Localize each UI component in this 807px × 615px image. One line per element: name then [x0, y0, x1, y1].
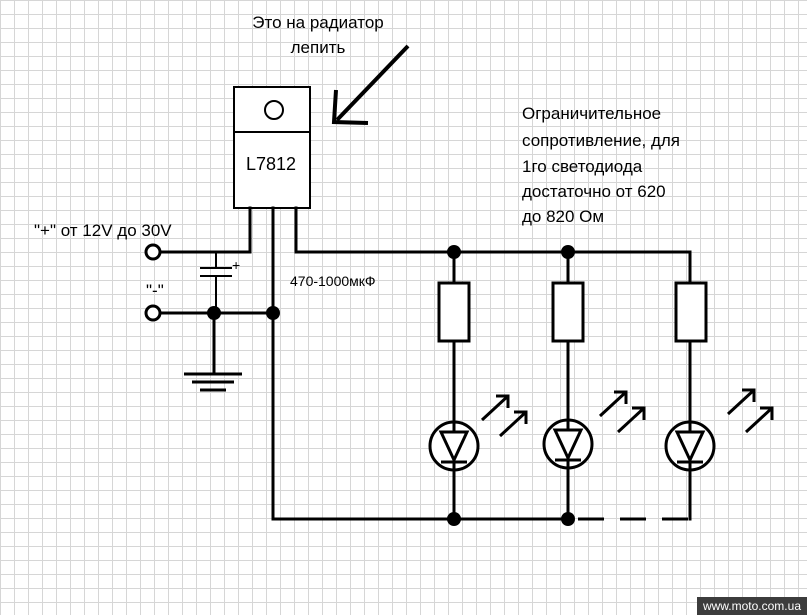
note-line-3: 1го светодиода: [522, 157, 643, 176]
resistor-1: [437, 281, 471, 343]
capacitor: +: [200, 252, 240, 313]
note-line-4: достаточно от 620: [522, 182, 666, 201]
regulator-body: [233, 131, 311, 209]
junction-dot: [561, 245, 575, 259]
light-emission-icon: [480, 394, 528, 438]
resistor-3: [674, 281, 708, 343]
output-rail: [294, 206, 692, 254]
heatsink-note-line1: Это на радиатор: [252, 13, 383, 32]
note-line-1: Ограничительное: [522, 104, 661, 123]
led-icon: [542, 418, 594, 470]
plus-input-label: "+" от 12V до 30V: [34, 221, 172, 240]
regulator-label: L7812: [246, 154, 296, 174]
junction-dot: [266, 306, 280, 320]
site-watermark: www.moto.com.ua: [696, 597, 807, 615]
minus-input-label: "-": [146, 281, 164, 300]
light-emission-icon: [726, 388, 774, 434]
mounting-hole-icon: [264, 100, 284, 120]
voltage-regulator: L7812: [233, 86, 311, 209]
led-icon: [428, 420, 480, 472]
note-line-2: сопротивление, для: [522, 131, 680, 150]
minus-terminal: [144, 304, 162, 322]
junction-dot: [447, 245, 461, 259]
junction-dot: [447, 512, 461, 526]
ground-symbol-icon: [184, 372, 242, 392]
led-icon: [664, 420, 716, 472]
junction-dot: [561, 512, 575, 526]
resistor-note: Ограничительное сопротивление, для 1го с…: [522, 104, 680, 226]
light-emission-icon: [598, 390, 646, 434]
heatsink-note-line2: лепить: [291, 38, 346, 57]
capacitor-plus-sign: +: [232, 257, 240, 273]
note-line-5: до 820 Ом: [522, 207, 604, 226]
led-branch-3: [664, 250, 774, 521]
led-branch-1: [428, 250, 528, 521]
capacitor-label: 470-1000мкФ: [290, 273, 376, 289]
plus-terminal: [144, 243, 162, 261]
input-wire: [159, 206, 252, 254]
led-branch-2: [542, 250, 646, 521]
heatsink-arrow-icon: [331, 44, 410, 125]
resistor-2: [551, 281, 585, 343]
junction-dot: [207, 306, 221, 320]
